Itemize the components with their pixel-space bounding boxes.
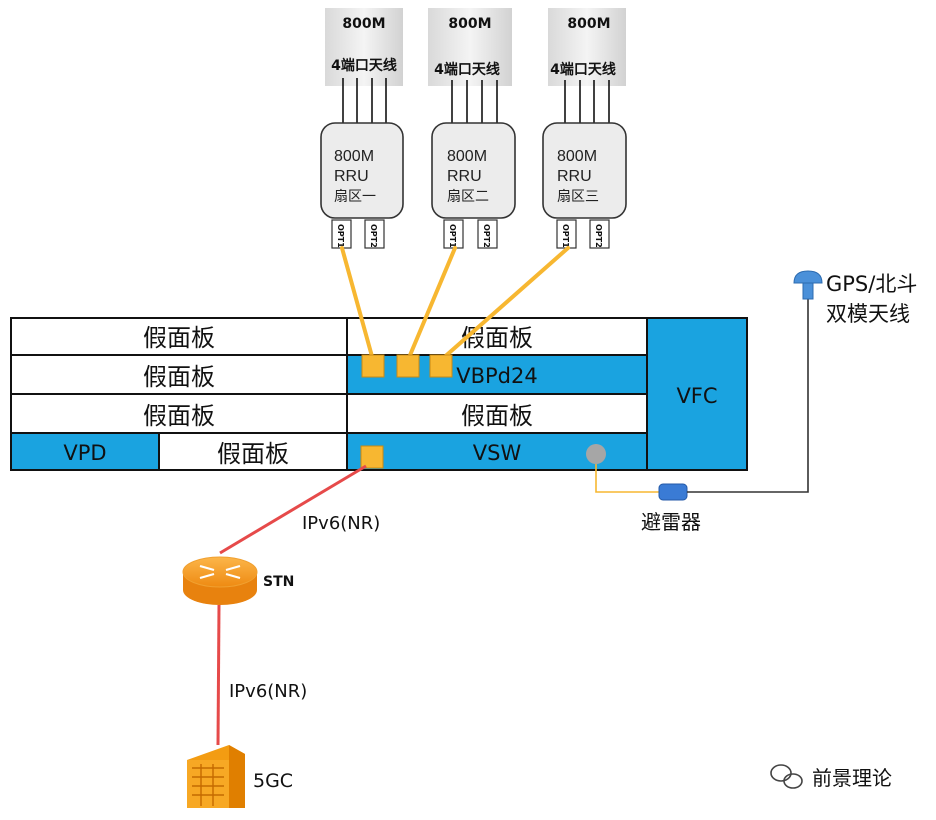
vsw-gps-port: [586, 444, 606, 464]
gps-antenna-icon: [793, 270, 823, 300]
vbp-label: VBPd24: [456, 364, 538, 388]
vfc-label: VFC: [676, 384, 717, 408]
rru-body: [542, 122, 627, 219]
left-slot-1-label: 假面板: [143, 324, 215, 352]
vpd-board: [10, 432, 160, 471]
rru-sector: 扇区三: [557, 189, 599, 205]
ip-link-lower-label: IPv6(NR): [229, 681, 307, 702]
right-slot-1-label: 假面板: [461, 324, 533, 352]
opt2-label: OPT2: [594, 224, 603, 248]
opt2-port: [477, 219, 498, 249]
antenna-body: [428, 8, 512, 86]
rru-1: 800M RRU 扇区一 OPT1 OPT2: [320, 122, 404, 249]
opt2-label: OPT2: [482, 224, 491, 248]
wechat-icon: [770, 764, 803, 789]
left-slot-3-label: 假面板: [143, 402, 215, 430]
rru-type: RRU: [447, 168, 482, 185]
vfc-board: [646, 317, 748, 471]
antenna-2: 800M 4端口天线: [428, 8, 512, 86]
antenna-freq: 800M: [567, 16, 610, 32]
rru-type: RRU: [557, 168, 592, 185]
rru-freq: 800M: [334, 148, 374, 165]
right-slot-3-label: 假面板: [461, 402, 533, 430]
lightning-arrester: [658, 483, 688, 501]
fiber-1: [340, 246, 375, 362]
opt2-label: OPT2: [369, 224, 378, 248]
left-slot-2-label: 假面板: [143, 363, 215, 391]
rru-2: 800M RRU 扇区二 OPT1 OPT2: [431, 122, 516, 249]
opt1-label: OPT1: [336, 224, 345, 248]
left-slot-3: [10, 393, 348, 434]
router-label: STN: [263, 574, 294, 590]
router-icon: [182, 556, 258, 605]
left-slot-4-label: 假面板: [217, 440, 289, 468]
ip-link-lower: [216, 604, 221, 746]
rru-body: [431, 122, 516, 219]
antenna-1: 800M 4端口天线: [325, 8, 403, 86]
gps-feeder-1: [595, 464, 660, 493]
vsw-port: [360, 445, 384, 469]
left-slot-4: [158, 432, 348, 471]
antenna-label: 4端口天线: [434, 61, 500, 78]
opt1-label: OPT1: [561, 224, 570, 248]
fiber-3: [439, 246, 570, 362]
ip-link-upper: [219, 464, 367, 555]
gps-label-line2: 双模天线: [826, 302, 910, 326]
rru-body: [320, 122, 404, 219]
vpd-label: VPD: [63, 441, 106, 465]
antenna-label: 4端口天线: [331, 57, 397, 74]
opt1-label: OPT1: [448, 224, 457, 248]
gps-label-line1: GPS/北斗: [826, 272, 917, 296]
vbp-port-3: [429, 354, 453, 378]
vbp-port-2: [396, 354, 420, 378]
antenna-freq: 800M: [342, 16, 385, 32]
opt2-port: [589, 219, 610, 249]
vbp-port-1: [361, 354, 385, 378]
antenna-body: [548, 8, 626, 86]
antenna-cables: [342, 78, 610, 126]
antenna-body: [325, 8, 403, 86]
antenna-freq: 800M: [448, 16, 491, 32]
ip-link-upper-label: IPv6(NR): [302, 513, 380, 534]
rru-type: RRU: [334, 168, 369, 185]
fiber-links: [340, 246, 570, 362]
core-network-icon: [187, 745, 245, 808]
rru-3: 800M RRU 扇区三 OPT1 OPT2: [542, 122, 627, 249]
rru-freq: 800M: [557, 148, 597, 165]
watermark-text: 前景理论: [812, 766, 892, 790]
gps-feeder-2: [687, 298, 809, 493]
antenna-label: 4端口天线: [550, 61, 616, 78]
rru-sector: 扇区二: [447, 189, 489, 205]
rru-sector: 扇区一: [334, 189, 376, 205]
antenna-3: 800M 4端口天线: [548, 8, 626, 86]
rru-freq: 800M: [447, 148, 487, 165]
core-label: 5GC: [253, 770, 293, 792]
vsw-label: VSW: [473, 441, 522, 465]
fiber-2: [406, 246, 457, 362]
opt2-port: [364, 219, 385, 249]
arrester-label: 避雷器: [641, 510, 701, 534]
